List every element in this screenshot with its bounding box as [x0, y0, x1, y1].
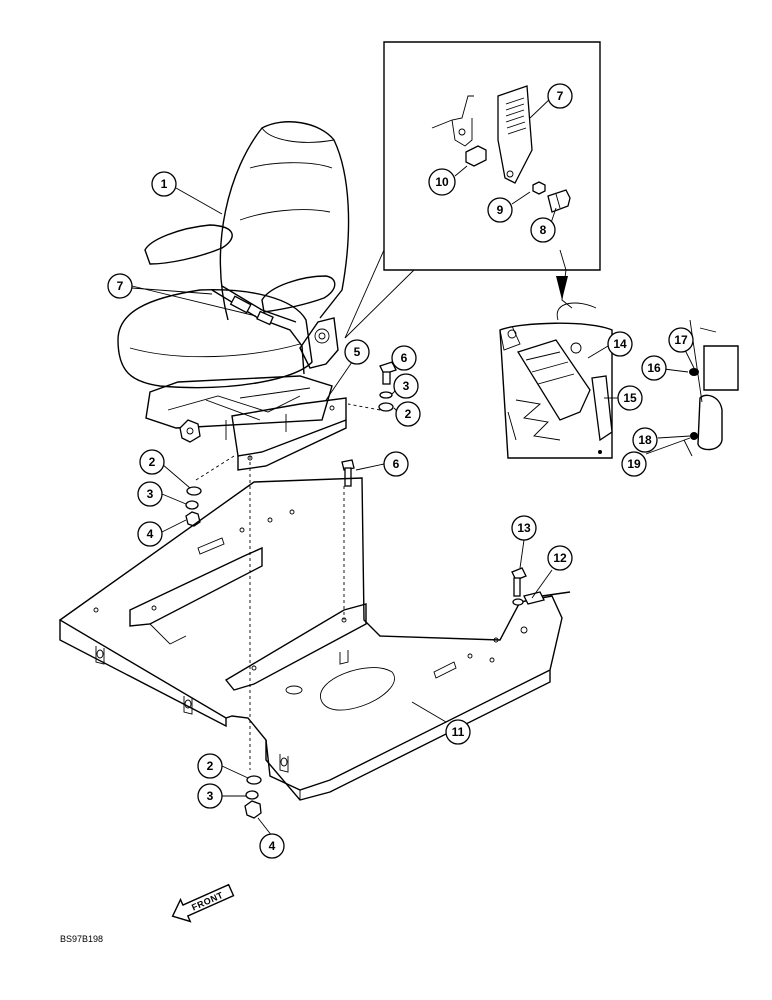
callout-c13: 13 — [511, 515, 537, 541]
callout-c17: 17 — [668, 327, 694, 353]
callout-label: 19 — [627, 457, 641, 471]
callout-c2a: 2 — [395, 401, 421, 427]
callout-label: 7 — [557, 89, 564, 103]
callout-label: 2 — [149, 455, 156, 469]
callout-label: 11 — [452, 725, 465, 739]
callout-label: 15 — [623, 391, 637, 405]
callout-c4a: 4 — [137, 521, 163, 547]
callout-c11: 11 — [445, 719, 471, 745]
callout-label: 2 — [405, 407, 412, 421]
callout-label: 14 — [613, 337, 627, 351]
callout-label: 3 — [207, 789, 214, 803]
hardware-lower-stack — [244, 775, 262, 819]
callout-label: 12 — [553, 551, 567, 565]
sensor-and-bolt — [511, 567, 571, 606]
callout-c15: 15 — [617, 385, 643, 411]
callout-c8: 8 — [530, 217, 556, 243]
callout-c3c: 3 — [197, 783, 223, 809]
callout-label: 6 — [401, 351, 408, 365]
callout-c19: 19 — [621, 451, 647, 477]
callout-c2b: 2 — [139, 449, 165, 475]
reference-code: BS97B198 — [60, 934, 103, 944]
callout-c6a: 6 — [391, 345, 417, 371]
callout-label: 18 — [638, 433, 652, 447]
hardware-left-stack — [185, 486, 202, 527]
front-label: FRONT — [190, 890, 225, 913]
callout-label: 8 — [540, 223, 547, 237]
detail-inset — [344, 41, 601, 339]
callout-c7b: 7 — [547, 83, 573, 109]
callout-c10: 10 — [428, 168, 456, 196]
operator-seat — [117, 121, 350, 443]
callout-label: 1 — [161, 177, 168, 191]
callout-label: 3 — [403, 379, 410, 393]
callout-label: 17 — [674, 333, 688, 347]
callout-c2c: 2 — [197, 753, 223, 779]
callout-c16: 16 — [641, 355, 667, 381]
callout-c1: 1 — [151, 171, 177, 197]
callout-label: 6 — [393, 457, 400, 471]
leader-lines — [131, 95, 695, 837]
callout-label: 16 — [647, 361, 661, 375]
front-arrow: FRONT — [171, 883, 235, 923]
callout-c14: 14 — [607, 331, 633, 357]
callout-c12: 12 — [547, 545, 573, 571]
callout-c9: 9 — [487, 197, 513, 223]
callout-label: 10 — [435, 175, 449, 189]
callout-c4b: 4 — [259, 833, 285, 859]
callout-c7a: 7 — [107, 273, 133, 299]
callout-label: 4 — [269, 839, 276, 853]
callout-c3b: 3 — [137, 481, 163, 507]
retractor-detail — [499, 249, 613, 459]
callout-label: 5 — [354, 345, 361, 359]
callout-c18: 18 — [632, 427, 658, 453]
mounting-bracket — [195, 397, 381, 770]
callout-c5: 5 — [344, 339, 370, 365]
callout-label: 13 — [517, 521, 531, 535]
callout-c3a: 3 — [393, 373, 419, 399]
callout-label: 4 — [147, 527, 154, 541]
floor-plate — [58, 477, 563, 801]
callout-label: 3 — [147, 487, 154, 501]
switch-detail — [683, 319, 739, 457]
callout-label: 2 — [207, 759, 214, 773]
callout-label: 7 — [117, 279, 124, 293]
callout-c6b: 6 — [383, 451, 409, 477]
hardware-upper — [341, 361, 397, 487]
callout-label: 9 — [497, 203, 504, 217]
